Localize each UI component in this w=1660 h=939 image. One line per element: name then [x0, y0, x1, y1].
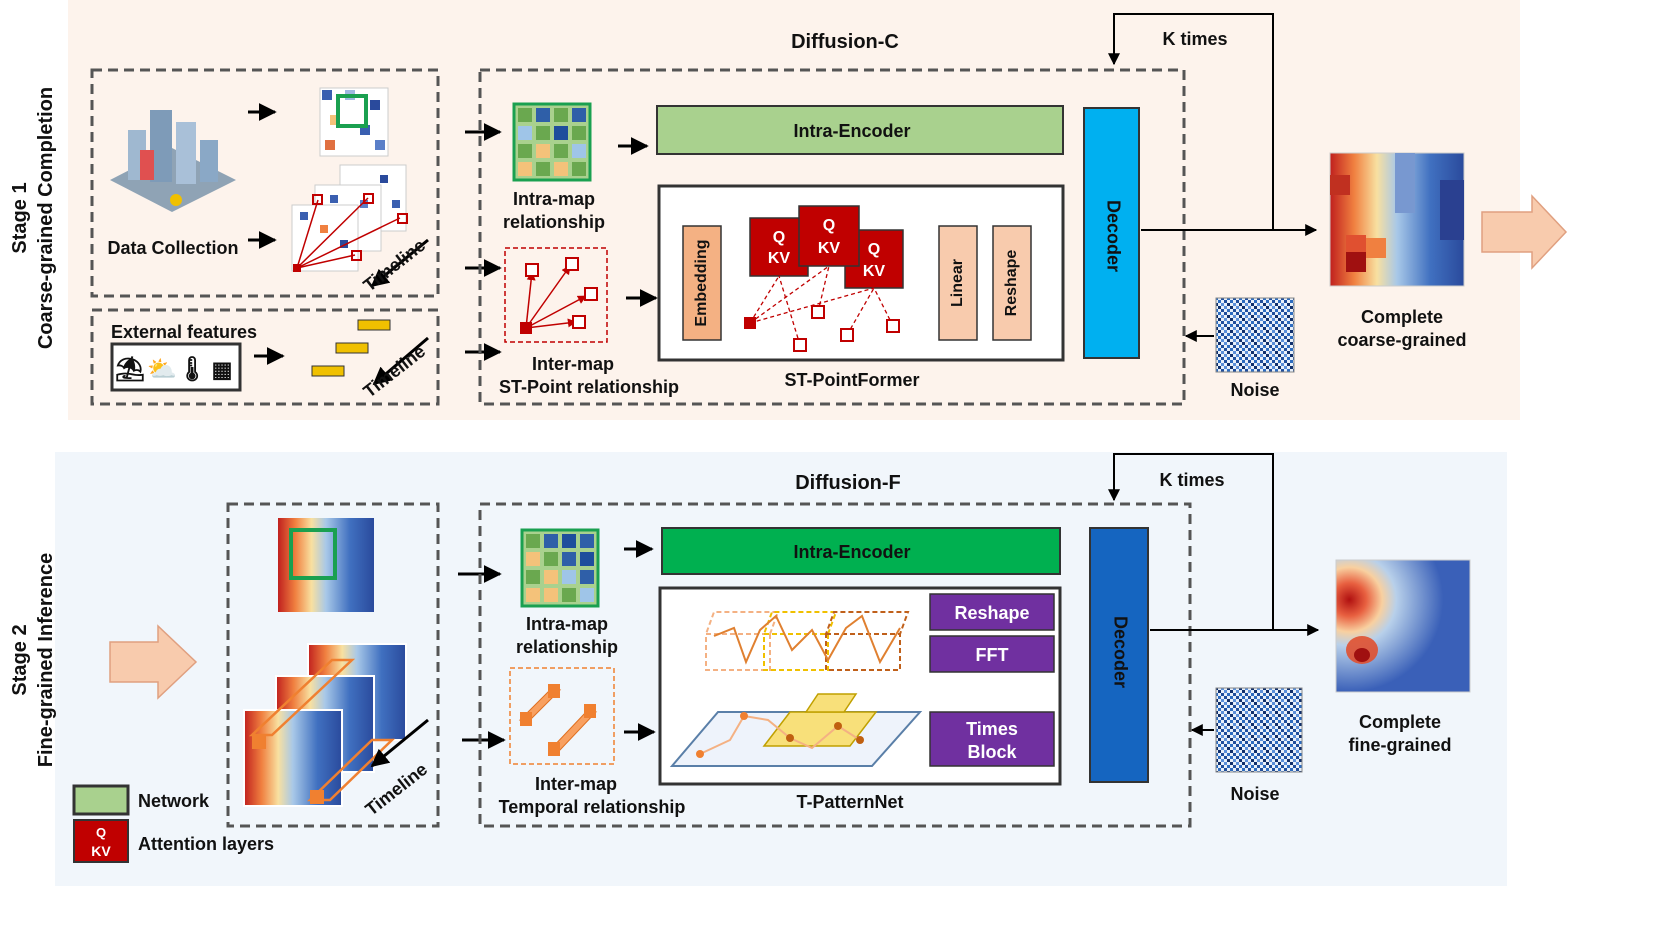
intra-encoder-c-block — [656, 105, 1064, 155]
inter-map-temporal-graph — [509, 667, 615, 765]
diffusion-f-box — [478, 502, 1192, 828]
fine-output-label-line1: Complete — [1359, 712, 1441, 732]
fft-block — [929, 635, 1055, 673]
stage1-label: Stage 1 Coarse-grained Completion — [9, 87, 57, 349]
coarse-output-label-line1: Complete — [1361, 307, 1443, 327]
stage-transition-arrow-right — [1481, 194, 1568, 270]
legend-network-swatch — [72, 784, 130, 816]
inter-map-f-label-line1: Inter-map — [535, 774, 617, 794]
attention-1-kv: KV — [768, 250, 791, 267]
decoder-f-block — [1089, 527, 1149, 783]
diffusion-c-box — [478, 68, 1186, 406]
diffusion-c-title: Diffusion-C — [791, 31, 899, 53]
attention-1-q: Q — [773, 229, 785, 246]
intra-map-grid — [512, 102, 592, 182]
external-feature-vectors — [311, 319, 429, 386]
noise-c-image — [1215, 297, 1295, 373]
k-times-c-label: K times — [1162, 29, 1227, 49]
k-times-loop-c — [1108, 13, 1274, 230]
inter-map-st-point-graph — [504, 247, 608, 343]
coarse-input-map-stack — [243, 643, 429, 807]
times-block-label-line2: Block — [967, 742, 1017, 762]
decoder-c-label: Decoder — [1103, 200, 1123, 272]
stage-transition-arrow-left — [109, 624, 198, 700]
intra-map-grid-f — [520, 528, 600, 608]
intra-map-f-label-line2: relationship — [516, 637, 618, 657]
noise-f-image — [1215, 687, 1303, 773]
coarse-grained-output-map — [1329, 152, 1465, 287]
embedding-label: Embedding — [693, 239, 710, 326]
coarse-output-label-line2: coarse-grained — [1337, 330, 1466, 350]
beach-icon: ⛱ — [115, 356, 145, 383]
k-times-f-label: K times — [1159, 470, 1224, 490]
legend-attention-kv: KV — [91, 843, 111, 859]
noise-c-label: Noise — [1230, 380, 1279, 400]
reshape-c-label: Reshape — [1003, 250, 1020, 317]
reshape-f-block — [929, 593, 1055, 631]
attention-3-q: Q — [868, 241, 880, 258]
embedding-block — [682, 225, 722, 341]
stage2-subtitle: Fine-grained Inference — [35, 553, 57, 768]
fine-grained-output-map — [1335, 559, 1471, 693]
fft-label: FFT — [976, 645, 1009, 665]
city-icon — [110, 110, 236, 212]
times-block-2d-plane — [669, 693, 923, 767]
stage2-title: Stage 2 — [9, 624, 31, 695]
external-features-box — [90, 308, 440, 406]
t-patternnet-label: T-PatternNet — [796, 792, 903, 812]
intra-map-label-line1: Intra-map — [513, 189, 595, 209]
legend-attention-swatch — [73, 819, 129, 863]
diffusion-f-title: Diffusion-F — [795, 472, 901, 494]
intra-map-label-line2: relationship — [503, 212, 605, 232]
coarse-input-map-top — [278, 518, 374, 612]
stage2-label: Stage 2 Fine-grained Inference — [9, 553, 57, 768]
stage1-title: Stage 1 — [9, 182, 31, 253]
external-icons-frame — [110, 342, 242, 392]
linear-block — [938, 225, 978, 341]
intra-encoder-c-label: Intra-Encoder — [793, 121, 910, 141]
intra-encoder-f-block — [661, 527, 1061, 575]
attention-3-kv: KV — [863, 263, 886, 280]
coarse-input-box — [226, 502, 440, 828]
reshape-f-label: Reshape — [954, 603, 1029, 623]
sparse-map-stack — [291, 164, 429, 288]
st-pointformer-label: ST-PointFormer — [784, 370, 919, 390]
inter-map-f-label-line2: Temporal relationship — [499, 797, 686, 817]
times-block-label-line1: Times — [966, 719, 1018, 739]
thermometer-icon: 🌡 — [177, 356, 207, 383]
pointformer-point-links — [744, 265, 900, 352]
reshape-c-block — [992, 225, 1032, 341]
linear-label: Linear — [949, 259, 966, 307]
data-collection-label: Data Collection — [107, 238, 238, 258]
k-times-loop-f — [1108, 453, 1274, 630]
external-features-label: External features — [111, 322, 257, 342]
inter-map-label-line2: ST-Point relationship — [499, 377, 679, 397]
temporal-period-cubes — [704, 611, 910, 671]
noise-f-label: Noise — [1230, 784, 1279, 804]
attention-layers-stack — [749, 205, 904, 289]
times-block — [929, 711, 1055, 767]
legend-attention-label: Attention layers — [138, 834, 274, 854]
data-collection-box — [90, 68, 440, 298]
intra-encoder-f-label: Intra-Encoder — [793, 542, 910, 562]
decoder-f-label: Decoder — [1110, 616, 1130, 688]
attention-2-kv: KV — [818, 240, 841, 257]
attention-2-q: Q — [823, 217, 835, 234]
intra-map-f-label-line1: Intra-map — [526, 614, 608, 634]
calendar-icon: ▦ — [212, 357, 233, 382]
legend-attention-q: Q — [96, 825, 106, 840]
stage1-subtitle: Coarse-grained Completion — [35, 87, 57, 349]
weather-icon: ⛅ — [147, 356, 177, 383]
sparse-map-top — [319, 87, 389, 157]
inter-map-label-line1: Inter-map — [532, 354, 614, 374]
legend-network-label: Network — [138, 791, 210, 811]
fine-output-label-line2: fine-grained — [1348, 735, 1451, 755]
decoder-c-block — [1083, 107, 1140, 359]
